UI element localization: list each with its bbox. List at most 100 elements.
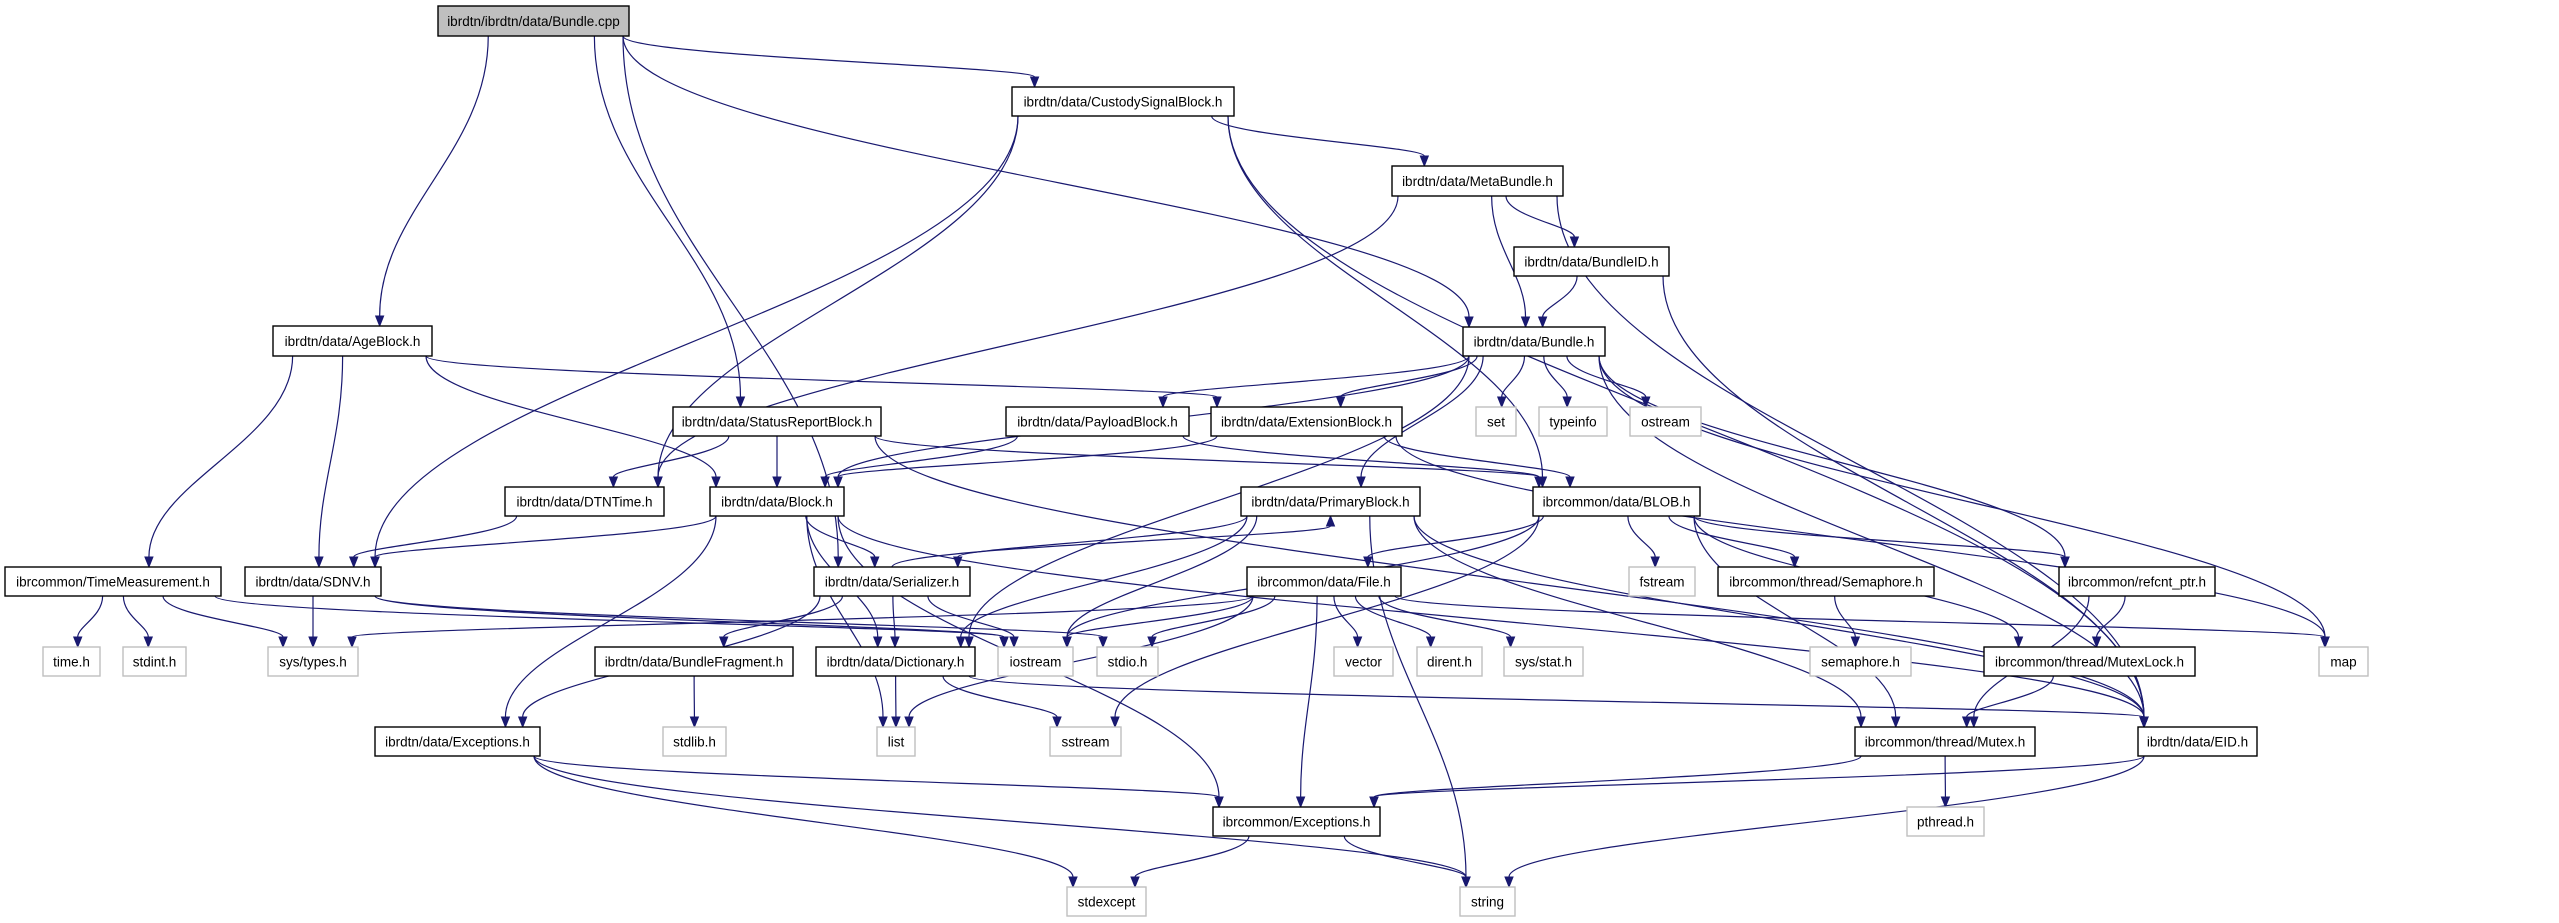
- edge-line: [1542, 275, 1578, 318]
- node-typeinfo: typeinfo: [1538, 406, 1608, 437]
- node-systypes: sys/types.h: [267, 646, 359, 677]
- arrowhead-icon: [1325, 514, 1336, 527]
- node-serializer[interactable]: ibrdtn/data/Serializer.h: [813, 566, 971, 597]
- edge-eid-to-string: [1504, 755, 2145, 889]
- edge-semaphore-to-semaphoreh: [1834, 595, 1861, 649]
- node-custody[interactable]: ibrdtn/data/CustodySignalBlock.h: [1011, 86, 1235, 117]
- arrowhead-icon: [1850, 636, 1861, 649]
- edge-line: [927, 595, 1015, 638]
- node-refcnt[interactable]: ibrcommon/refcnt_ptr.h: [2058, 566, 2216, 597]
- node-payload[interactable]: ibrdtn/data/PayloadBlock.h: [1005, 406, 1190, 437]
- edges-layer: [72, 35, 2330, 889]
- arrowhead-icon: [1098, 636, 1108, 649]
- edge-file-to-map: [1394, 595, 2330, 649]
- node-timeh: time.h: [42, 646, 101, 677]
- node-stdint: stdint.h: [122, 646, 187, 677]
- arrowhead-icon: [1789, 556, 1800, 569]
- edge-line: [1373, 755, 2145, 798]
- node-label: iostream: [1010, 655, 1062, 670]
- edge-extension-to-block: [833, 435, 1218, 489]
- arrowhead-icon: [608, 476, 619, 489]
- node-label: ibrcommon/thread/Mutex.h: [1865, 735, 2026, 750]
- node-sdnv[interactable]: ibrdtn/data/SDNV.h: [244, 566, 382, 597]
- node-box: [662, 726, 727, 757]
- node-label: ibrdtn/data/DTNTime.h: [516, 495, 652, 510]
- edge-file-to-vector: [1333, 595, 1363, 649]
- arrowhead-icon: [1569, 236, 1580, 249]
- node-label: ostream: [1641, 415, 1690, 430]
- node-box: [1503, 646, 1584, 677]
- node-metabundle[interactable]: ibrdtn/data/MetaBundle.h: [1391, 165, 1564, 197]
- arrowhead-icon: [1425, 636, 1436, 649]
- edge-file-to-commonexceptions: [1295, 595, 1318, 809]
- node-extension[interactable]: ibrdtn/data/ExtensionBlock.h: [1210, 406, 1403, 437]
- node-box: [709, 486, 845, 517]
- edge-statusreport-to-dtntime: [608, 435, 730, 489]
- edge-line: [874, 435, 1540, 478]
- arrowhead-icon: [308, 636, 318, 649]
- node-bundle[interactable]: ibrdtn/data/Bundle.h: [1462, 326, 1606, 357]
- edge-line: [1227, 115, 1544, 478]
- node-dtntime[interactable]: ibrdtn/data/DTNTime.h: [504, 486, 665, 517]
- edge-line: [837, 435, 1218, 478]
- arrowhead-icon: [517, 716, 528, 729]
- arrowhead-icon: [1052, 716, 1062, 729]
- node-box: [272, 325, 433, 357]
- arrowhead-icon: [2320, 636, 2330, 649]
- node-block[interactable]: ibrdtn/data/Block.h: [709, 486, 845, 517]
- edge-metabundle-to-dtntime: [653, 195, 1399, 489]
- edge-line: [162, 595, 284, 638]
- node-box: [1246, 566, 1402, 597]
- arrowhead-icon: [1520, 316, 1531, 329]
- node-label: fstream: [1639, 575, 1684, 590]
- edge-bundle-to-extension: [1335, 355, 1478, 409]
- node-commonexceptions[interactable]: ibrcommon/Exceptions.h: [1212, 806, 1381, 837]
- node-eid[interactable]: ibrdtn/data/EID.h: [2137, 726, 2258, 757]
- node-stdlib: stdlib.h: [662, 726, 727, 757]
- node-mutexlock[interactable]: ibrcommon/thread/MutexLock.h: [1983, 646, 2196, 677]
- edge-line: [425, 355, 717, 478]
- node-label: stdlib.h: [673, 735, 716, 750]
- edge-blob-to-file: [1363, 515, 1544, 569]
- node-iostream: iostream: [997, 646, 1074, 677]
- arrowhead-icon: [500, 716, 511, 729]
- edge-file-to-systypes: [347, 595, 1254, 649]
- node-label: stdexcept: [1078, 895, 1136, 910]
- node-blob[interactable]: ibrcommon/data/BLOB.h: [1532, 486, 1701, 517]
- edge-primary-to-eid: [1413, 515, 2149, 729]
- edge-root-to-statusreport: [593, 35, 746, 409]
- arrowhead-icon: [374, 315, 385, 328]
- node-box: [1096, 646, 1159, 677]
- node-statusreport[interactable]: ibrdtn/data/StatusReportBlock.h: [672, 406, 882, 437]
- node-ageblock[interactable]: ibrdtn/data/AgeBlock.h: [272, 325, 433, 357]
- arrowhead-icon: [1890, 716, 1901, 729]
- node-dictionary[interactable]: ibrdtn/data/Dictionary.h: [815, 646, 976, 677]
- node-fragment[interactable]: ibrdtn/data/BundleFragment.h: [594, 646, 794, 677]
- node-semaphore[interactable]: ibrcommon/thread/Semaphore.h: [1717, 566, 1935, 597]
- arrowhead-icon: [891, 716, 901, 729]
- arrowhead-icon: [1969, 716, 1979, 729]
- edge-serializer-to-iostream: [927, 595, 1019, 649]
- edge-line: [1182, 435, 1540, 478]
- arrowhead-icon: [1534, 476, 1544, 489]
- edge-dictionary-to-list: [891, 675, 901, 729]
- edge-blob-to-sstream: [1110, 515, 1540, 729]
- node-primary[interactable]: ibrdtn/data/PrimaryBlock.h: [1240, 486, 1421, 517]
- node-root[interactable]: ibrdtn/ibrdtn/data/Bundle.cpp: [437, 5, 630, 37]
- node-file[interactable]: ibrcommon/data/File.h: [1246, 566, 1402, 597]
- node-mutex[interactable]: ibrcommon/thread/Mutex.h: [1854, 726, 2036, 757]
- node-bundleid[interactable]: ibrdtn/data/BundleID.h: [1513, 246, 1670, 277]
- edge-line: [1693, 515, 1897, 718]
- node-box: [1416, 646, 1483, 677]
- edge-eid-to-commonexceptions: [1369, 755, 2145, 809]
- edge-line: [1413, 515, 2145, 718]
- arrowhead-icon: [72, 636, 83, 649]
- node-stdio: stdio.h: [1096, 646, 1159, 677]
- node-timemeas[interactable]: ibrcommon/TimeMeasurement.h: [4, 566, 222, 597]
- arrowhead-icon: [953, 556, 963, 569]
- edge-line: [1066, 595, 1254, 638]
- node-box: [876, 726, 916, 757]
- node-label: ibrdtn/data/BundleFragment.h: [605, 655, 784, 670]
- node-dtnexceptions[interactable]: ibrdtn/data/Exceptions.h: [374, 726, 541, 757]
- arrowhead-icon: [347, 636, 357, 649]
